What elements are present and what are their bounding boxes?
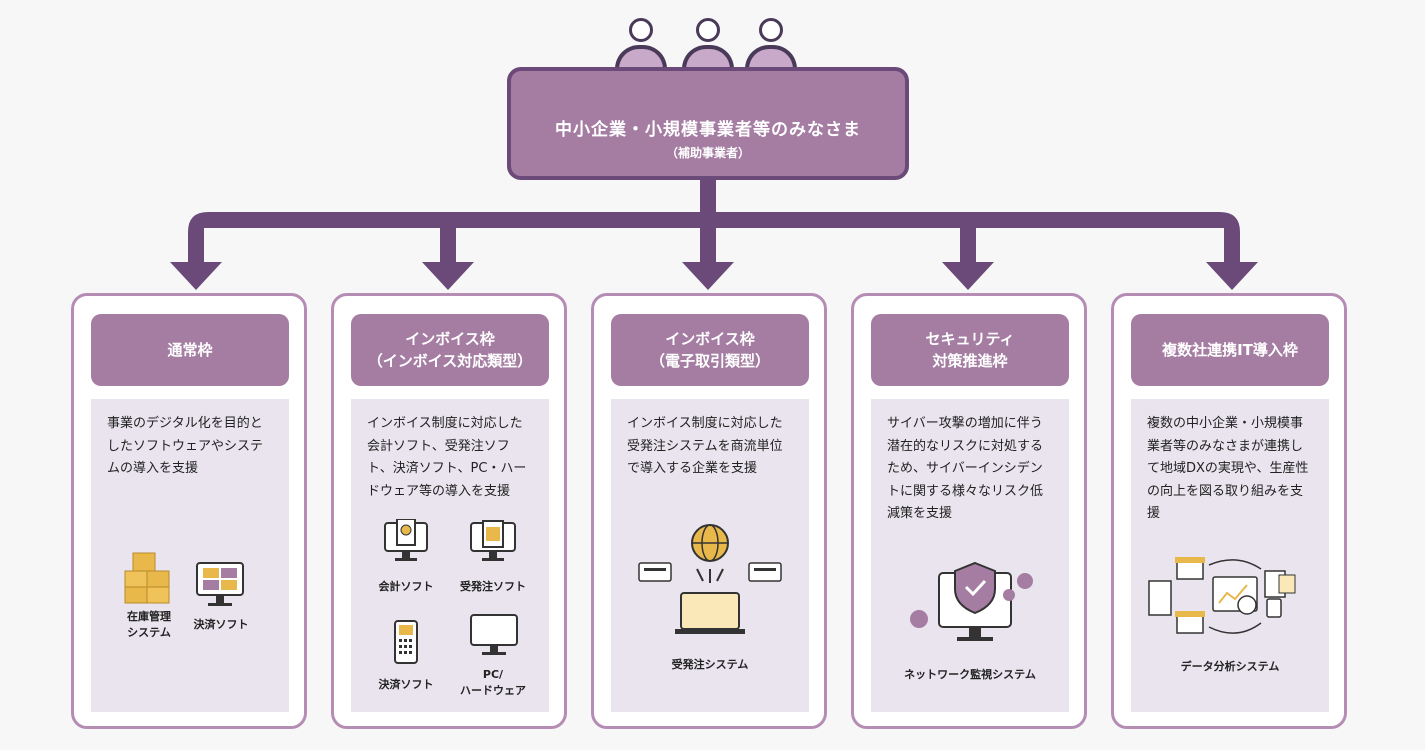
card-body: インボイス制度に対応した会計ソフト、受発注ソフト、決済ソフト、PC・ハードウェア… <box>351 399 549 712</box>
pc-monitor-icon <box>470 614 518 655</box>
card-body: 複数の中小企業・小規模事業者等のみなさまが連携して地域DXの実現や、生産性の向上… <box>1131 399 1329 712</box>
card-body: インボイス制度に対応した受発注システムを商流単位で導入する企業を支援 受発注シス… <box>611 399 809 712</box>
item-label: 決済ソフト <box>193 618 249 631</box>
arrow-down-icon <box>422 262 474 290</box>
beneficiary-subtitle: （補助事業者） <box>665 146 750 160</box>
arrow-down-icon <box>942 262 994 290</box>
card-title: インボイス枠 （電子取引類型） <box>611 314 809 386</box>
accounting-software-icon <box>384 519 428 561</box>
network-order-icon <box>638 524 782 634</box>
boxes-icon <box>124 552 170 604</box>
card-body: 事業のデジタル化を目的としたソフトウェアやシステムの導入を支援 在庫管理 システ… <box>91 399 289 712</box>
data-analysis-icon <box>1148 557 1296 634</box>
card-description: インボイス制度に対応した受発注システムを商流単位で導入する企業を支援 <box>627 416 783 476</box>
card-standard: 通常枠 事業のデジタル化を目的としたソフトウェアやシステムの導入を支援 在庫管理… <box>71 293 307 729</box>
card-body: サイバー攻撃の増加に伴う潜在的なリスクに対処するため、サイバーインシデントに関す… <box>871 399 1069 712</box>
card-multi-company: 複数社連携IT導入枠 複数の中小企業・小規模事業者等のみなさまが連携して地域DX… <box>1111 293 1347 729</box>
card-title: インボイス枠 （インボイス対応類型） <box>351 314 549 386</box>
card-description: サイバー攻撃の増加に伴う潜在的なリスクに対処するため、サイバーインシデントに関す… <box>887 416 1044 521</box>
ordering-software-icon <box>470 520 516 561</box>
item-label: 在庫管理 システム <box>127 610 171 639</box>
card-title: 通常枠 <box>91 314 289 386</box>
item-label: ネットワーク監視システム <box>904 668 1036 681</box>
arrow-down-icon <box>1206 262 1258 290</box>
card-title: セキュリティ 対策推進枠 <box>871 314 1069 386</box>
arrow-down-icon <box>170 262 222 290</box>
card-title: 複数社連携IT導入枠 <box>1131 314 1329 386</box>
beneficiary-title: 中小企業・小規模事業者等のみなさま <box>555 120 861 140</box>
card-reader-icon <box>394 620 418 664</box>
item-label: データ分析システム <box>1180 660 1280 673</box>
beneficiary-box: 中小企業・小規模事業者等のみなさま （補助事業者） <box>507 67 909 180</box>
item-label: 受発注ソフト <box>460 580 526 593</box>
card-description: 事業のデジタル化を目的としたソフトウェアやシステムの導入を支援 <box>107 416 264 476</box>
card-invoice-support: インボイス枠 （インボイス対応類型） インボイス制度に対応した会計ソフト、受発注… <box>331 293 567 729</box>
item-label: 決済ソフト <box>378 678 434 691</box>
connector-arrows <box>170 180 1258 290</box>
item-label: 受発注システム <box>671 658 749 671</box>
card-security: セキュリティ 対策推進枠 サイバー攻撃の増加に伴う潜在的なリスクに対処するため、… <box>851 293 1087 729</box>
payment-terminal-icon <box>196 562 244 606</box>
security-monitor-icon <box>910 561 1033 641</box>
item-label: 会計ソフト <box>378 580 434 593</box>
card-description: インボイス制度に対応した会計ソフト、受発注ソフト、決済ソフト、PC・ハードウェア… <box>367 416 527 499</box>
item-label: PC/ ハードウェア <box>460 668 526 697</box>
arrow-down-icon <box>682 262 734 290</box>
card-description: 複数の中小企業・小規模事業者等のみなさまが連携して地域DXの実現や、生産性の向上… <box>1147 416 1309 521</box>
card-invoice-ecommerce: インボイス枠 （電子取引類型） インボイス制度に対応した受発注システムを商流単位… <box>591 293 827 729</box>
